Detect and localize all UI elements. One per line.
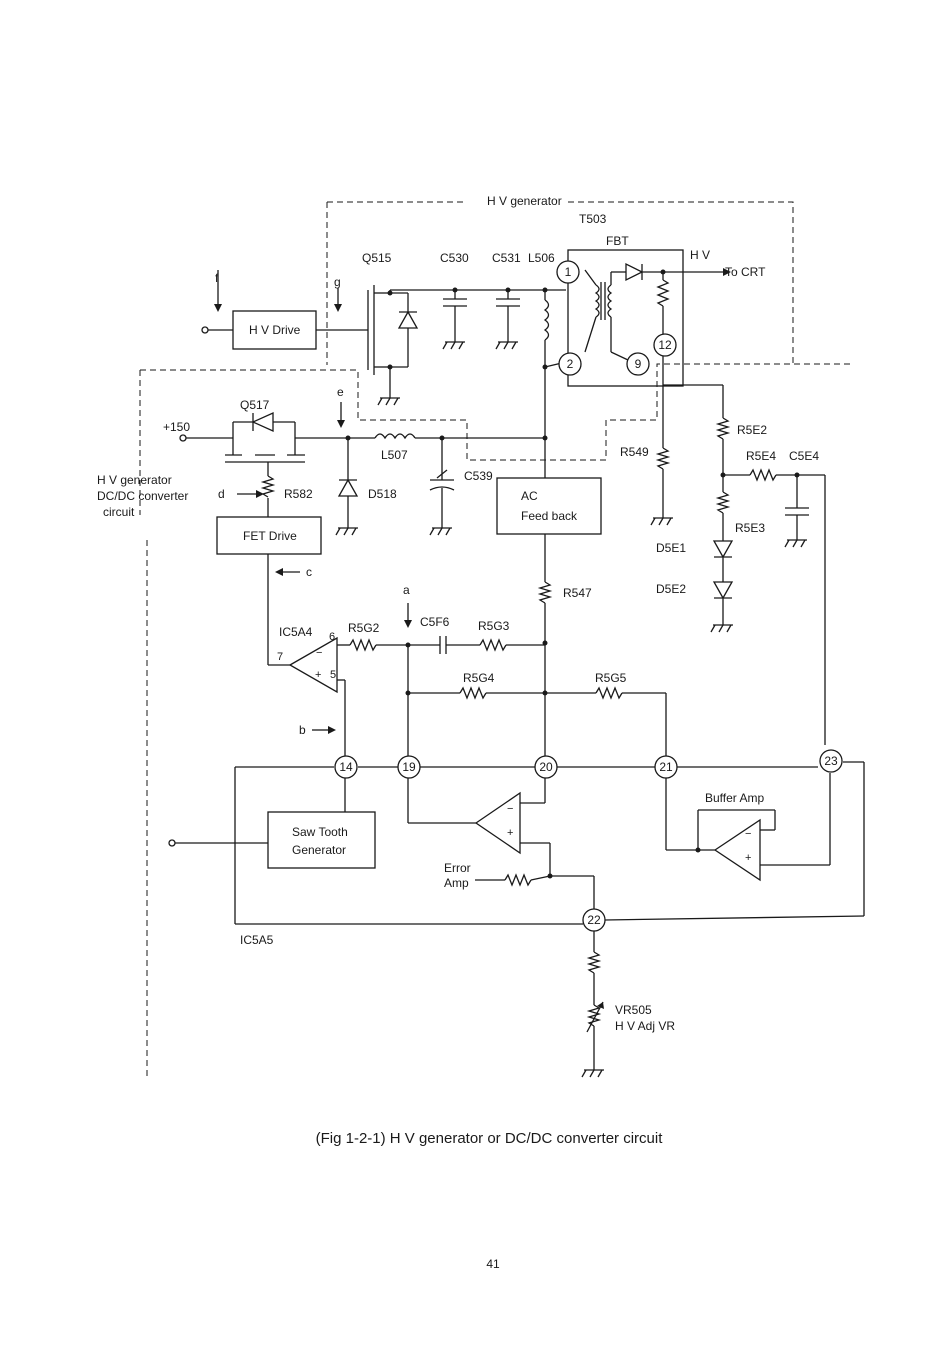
c5f6-label: C5F6 (420, 615, 450, 629)
page-number: 41 (486, 1257, 500, 1271)
node-2-label: 2 (567, 357, 574, 371)
ic5a4-label: IC5A4 (279, 625, 313, 639)
r5g4-label: R5G4 (463, 671, 495, 685)
d518-label: D518 (368, 487, 397, 501)
r5e3-label: R5E3 (735, 521, 765, 535)
q517-label: Q517 (240, 398, 270, 412)
signal-b-label: b (299, 723, 306, 737)
c5e4-label: C5E4 (789, 449, 819, 463)
t503-label: T503 (579, 212, 607, 226)
ic5a5-section (168, 761, 865, 1078)
signal-f-label: f (215, 271, 219, 285)
fbt-label: FBT (606, 234, 629, 248)
opamp-minus-2: − (507, 803, 513, 815)
pin6-label: 6 (329, 631, 335, 643)
hv-generator-frame-label: H V generator (487, 194, 562, 208)
l507-label: L507 (381, 448, 408, 462)
saw-tooth-label-2: Generator (292, 843, 346, 857)
pin7-label: 7 (277, 651, 283, 663)
node-1 (556, 260, 580, 284)
signal-a-label: a (403, 583, 410, 597)
signal-d-label: d (218, 487, 225, 501)
fet-drive-block (216, 516, 322, 555)
figure-caption: (Fig 1-2-1) H V generator or DC/DC conve… (316, 1130, 664, 1147)
to-crt-label: To CRT (725, 265, 766, 279)
hv-drive-block (232, 310, 317, 350)
node-20 (534, 755, 558, 779)
side-label-3: circuit (103, 505, 135, 519)
node-21-label: 21 (659, 760, 673, 774)
supply-section (179, 402, 545, 665)
r5g5-label: R5G5 (595, 671, 627, 685)
node-markers: 1 2 9 12 14 19 20 21 23 22 (334, 260, 843, 932)
hv-adj-vr-label: H V Adj VR (615, 1019, 675, 1033)
node-9-label: 9 (635, 357, 642, 371)
fbt-transformer (542, 249, 731, 478)
r547-label: R547 (563, 586, 592, 600)
opamp-minus-3: − (745, 828, 751, 840)
feedback-section (496, 477, 602, 765)
r5g2-label: R5G2 (348, 621, 380, 635)
node-20-label: 20 (539, 760, 553, 774)
signal-c-label: c (306, 565, 312, 579)
opamp-plus-3: + (745, 852, 751, 864)
node-22-label: 22 (587, 913, 601, 927)
node-14-label: 14 (339, 760, 353, 774)
node-19-label: 19 (402, 760, 416, 774)
ic5a4-section (268, 603, 667, 758)
hv-drive-section (201, 270, 566, 406)
node-23 (819, 749, 843, 773)
node-23-label: 23 (824, 754, 838, 768)
node-14 (334, 755, 358, 779)
r549-label: R549 (620, 445, 649, 459)
r582-label: R582 (284, 487, 313, 501)
opamp-minus-1: − (316, 647, 322, 659)
hv-drive-label: H V Drive (249, 323, 301, 337)
ic5a5-label: IC5A5 (240, 933, 274, 947)
dashed-frames (139, 201, 850, 1080)
node-22 (582, 908, 606, 932)
c539-label: C539 (464, 469, 493, 483)
d5e2-label: D5E2 (656, 582, 686, 596)
ac-feedback-label-1: AC (521, 489, 538, 503)
node-19 (397, 755, 421, 779)
buffer-amp-label: Buffer Amp (705, 791, 764, 805)
signal-e-label: e (337, 385, 344, 399)
opamp-plus-1: + (315, 669, 321, 681)
d5e1-label: D5E1 (656, 541, 686, 555)
q515-label: Q515 (362, 251, 392, 265)
component-labels: H V generator T503 FBT H V To CRT Q515 C… (97, 193, 819, 1033)
side-label-2: DC/DC converter (97, 489, 188, 503)
node-12-label: 12 (658, 338, 672, 352)
error-amp-label-1: Error (444, 861, 471, 875)
r5g3-label: R5G3 (478, 619, 510, 633)
node-2 (558, 352, 582, 376)
l506-label: L506 (528, 251, 555, 265)
saw-tooth-label-1: Saw Tooth (292, 825, 348, 839)
opamp-plus-2: + (507, 827, 513, 839)
error-amp-label-2: Amp (444, 876, 469, 890)
pin5-label: 5 (330, 669, 336, 681)
node-21 (654, 755, 678, 779)
r5e2-label: R5E2 (737, 423, 767, 437)
hv-divider-section (650, 372, 826, 745)
plus150-label: +150 (163, 420, 190, 434)
node-1-label: 1 (565, 265, 572, 279)
hv-output-label: H V (690, 248, 710, 262)
c530-label: C530 (440, 251, 469, 265)
node-12 (653, 333, 677, 357)
signal-g-label: g (334, 275, 341, 289)
node-9 (626, 352, 650, 376)
fet-drive-label: FET Drive (243, 529, 297, 543)
saw-tooth-block (267, 811, 376, 869)
side-label-1: H V generator (97, 473, 172, 487)
c531-label: C531 (492, 251, 521, 265)
ac-feedback-label-2: Feed back (521, 509, 578, 523)
vr505-label: VR505 (615, 1003, 652, 1017)
r5e4-label: R5E4 (746, 449, 776, 463)
ac-feedback-block (496, 477, 602, 535)
